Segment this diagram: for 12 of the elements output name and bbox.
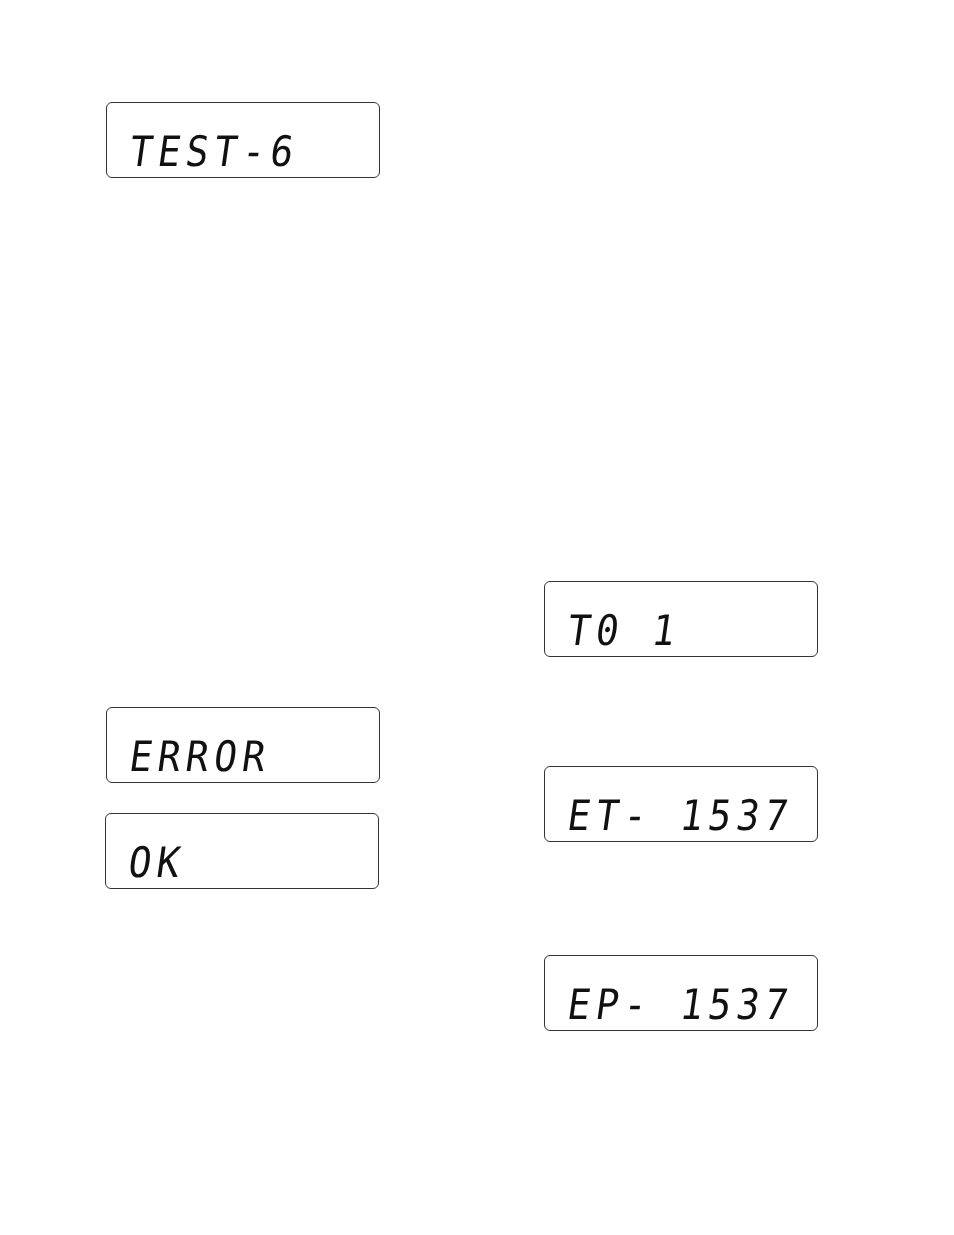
display-readout: TEST-6	[126, 129, 302, 175]
display-readout: ET- 1537	[564, 793, 797, 839]
lcd-display-panel	[106, 102, 380, 178]
display-readout: EP- 1537	[564, 982, 797, 1028]
lcd-display-panel	[544, 581, 818, 657]
display-readout: ERROR	[126, 734, 274, 780]
lcd-display-panel	[544, 955, 818, 1031]
lcd-display-panel	[105, 813, 379, 889]
display-readout: OK	[125, 840, 189, 886]
display-readout: T0 1	[564, 608, 684, 654]
lcd-display-panel	[106, 707, 380, 783]
lcd-display-panel	[544, 766, 818, 842]
